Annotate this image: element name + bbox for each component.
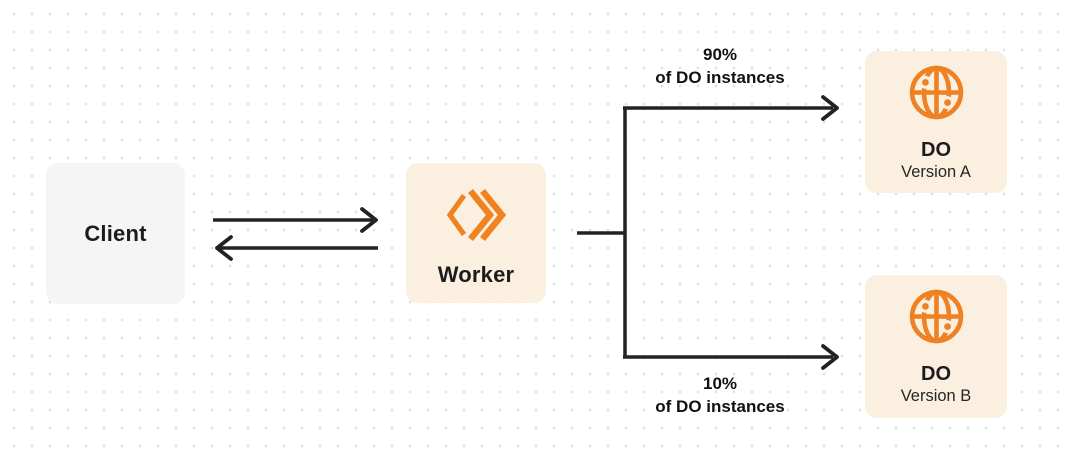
do-a-title: DO xyxy=(921,139,951,161)
node-do-version-a: DO Version A xyxy=(865,51,1007,193)
arrowhead-version-a-icon xyxy=(821,95,839,121)
do-a-subtitle: Version A xyxy=(901,163,971,181)
arrowhead-left-icon xyxy=(215,235,233,261)
split-connector xyxy=(577,106,833,359)
caption-version-a: of DO instances xyxy=(655,68,785,87)
node-worker: Worker xyxy=(406,163,546,303)
do-b-title: DO xyxy=(921,363,951,385)
do-b-subtitle: Version B xyxy=(900,387,972,405)
worker-label: Worker xyxy=(437,262,515,287)
node-do-version-b: DO Version B xyxy=(865,275,1007,418)
percent-version-b: 10% xyxy=(702,374,738,393)
caption-version-b: of DO instances xyxy=(655,397,785,416)
arrowhead-right-icon xyxy=(360,207,378,233)
node-client: Client xyxy=(46,163,185,304)
edge-label-version-a: 90% of DO instances xyxy=(608,43,832,89)
percent-version-a: 90% xyxy=(702,45,738,64)
globe-icon xyxy=(909,289,963,344)
arrowhead-version-b-icon xyxy=(821,344,839,370)
client-label: Client xyxy=(84,220,147,246)
edge-label-version-b: 10% of DO instances xyxy=(608,372,832,418)
workers-logo-icon xyxy=(446,188,507,242)
globe-icon xyxy=(909,65,963,120)
